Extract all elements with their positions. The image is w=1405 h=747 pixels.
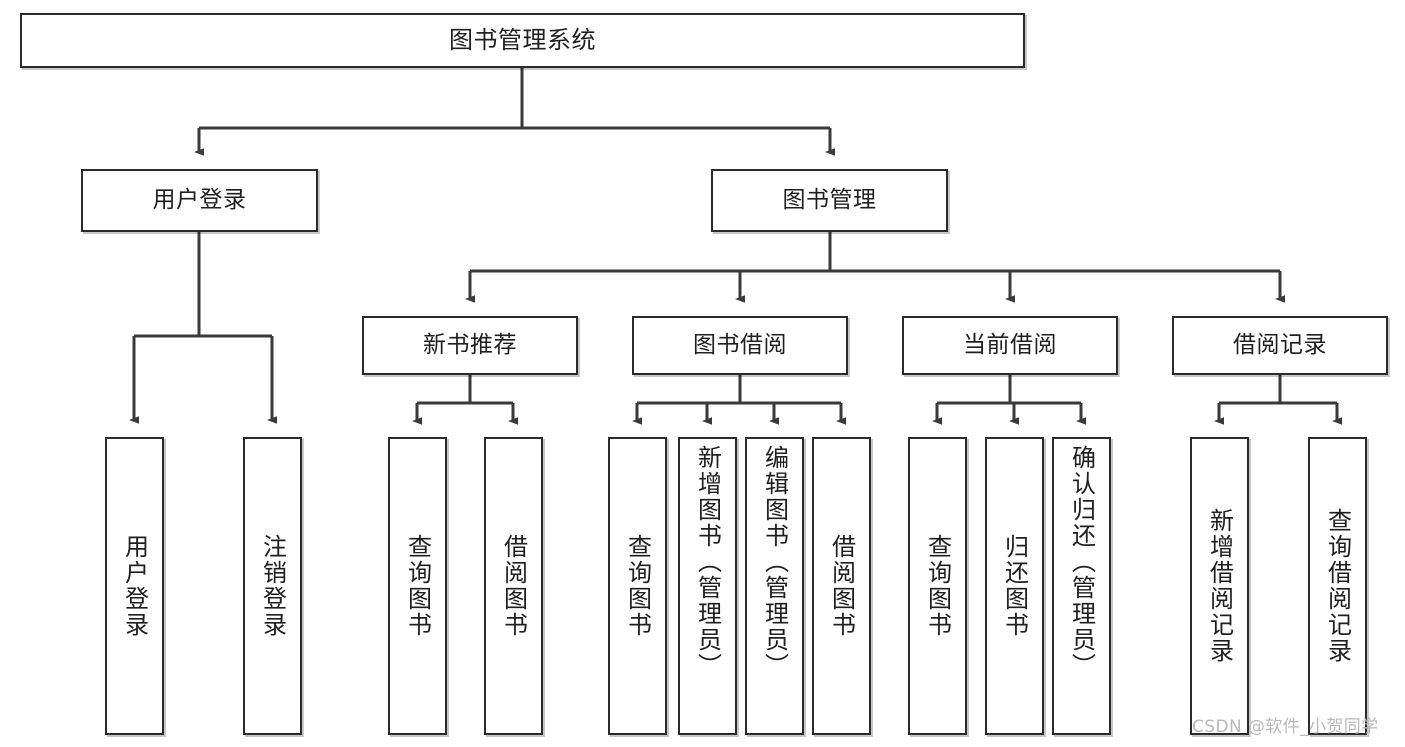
node-leaf-add-book-admin-label: 新增图书（管理员） (693, 445, 722, 679)
node-leaf-borrow-book-rec-label: 借阅图书 (499, 534, 528, 638)
node-leaf-borrow-book[interactable]: 借阅图书 (812, 437, 871, 735)
node-leaf-query-book-borrow-label: 查询图书 (623, 534, 652, 638)
node-leaf-query-borrow-record[interactable]: 查询借阅记录 (1308, 437, 1367, 735)
node-leaf-edit-book-admin[interactable]: 编辑图书（管理员） (745, 437, 804, 735)
node-leaf-user-login[interactable]: 用户登录 (105, 437, 164, 735)
node-book-manage-label: 图书管理 (782, 186, 877, 213)
node-book-borrow[interactable]: 图书借阅 (632, 316, 848, 375)
node-root[interactable]: 图书管理系统 (20, 13, 1025, 68)
node-leaf-query-borrow-record-label: 查询借阅记录 (1323, 508, 1352, 664)
node-leaf-add-borrow-record[interactable]: 新增借阅记录 (1190, 437, 1249, 735)
node-leaf-query-book-rec-label: 查询图书 (403, 534, 432, 638)
node-leaf-logout[interactable]: 注销登录 (243, 437, 302, 735)
node-leaf-borrow-book-label: 借阅图书 (827, 534, 856, 638)
node-leaf-edit-book-admin-label: 编辑图书（管理员） (760, 445, 789, 679)
node-leaf-query-book-current[interactable]: 查询图书 (908, 437, 967, 735)
node-current-borrow-label: 当前借阅 (963, 331, 1057, 358)
node-borrow-record-label: 借阅记录 (1233, 331, 1327, 358)
node-new-book-recommend[interactable]: 新书推荐 (362, 316, 578, 375)
node-user-login-label: 用户登录 (152, 186, 247, 213)
node-leaf-confirm-return-admin[interactable]: 确认归还（管理员） (1052, 437, 1111, 735)
node-leaf-query-book-current-label: 查询图书 (923, 534, 952, 638)
node-new-book-recommend-label: 新书推荐 (423, 331, 517, 358)
node-root-label: 图书管理系统 (449, 26, 596, 55)
node-leaf-query-book-rec[interactable]: 查询图书 (388, 437, 447, 735)
node-leaf-borrow-book-rec[interactable]: 借阅图书 (484, 437, 543, 735)
node-leaf-add-book-admin[interactable]: 新增图书（管理员） (678, 437, 737, 735)
node-book-manage[interactable]: 图书管理 (711, 169, 948, 232)
node-current-borrow[interactable]: 当前借阅 (902, 316, 1118, 375)
node-leaf-add-borrow-record-label: 新增借阅记录 (1205, 508, 1234, 664)
node-leaf-return-book[interactable]: 归还图书 (985, 437, 1044, 735)
watermark-text: CSDN @软件_小贺同学 (1192, 717, 1379, 737)
node-leaf-return-book-label: 归还图书 (1000, 534, 1029, 638)
node-book-borrow-label: 图书借阅 (693, 331, 787, 358)
node-leaf-user-login-label: 用户登录 (120, 534, 149, 638)
node-leaf-confirm-return-admin-label: 确认归还（管理员） (1067, 445, 1096, 679)
node-leaf-logout-label: 注销登录 (258, 534, 287, 638)
node-user-login[interactable]: 用户登录 (81, 169, 318, 232)
node-borrow-record[interactable]: 借阅记录 (1172, 316, 1388, 375)
node-leaf-query-book-borrow[interactable]: 查询图书 (608, 437, 667, 735)
